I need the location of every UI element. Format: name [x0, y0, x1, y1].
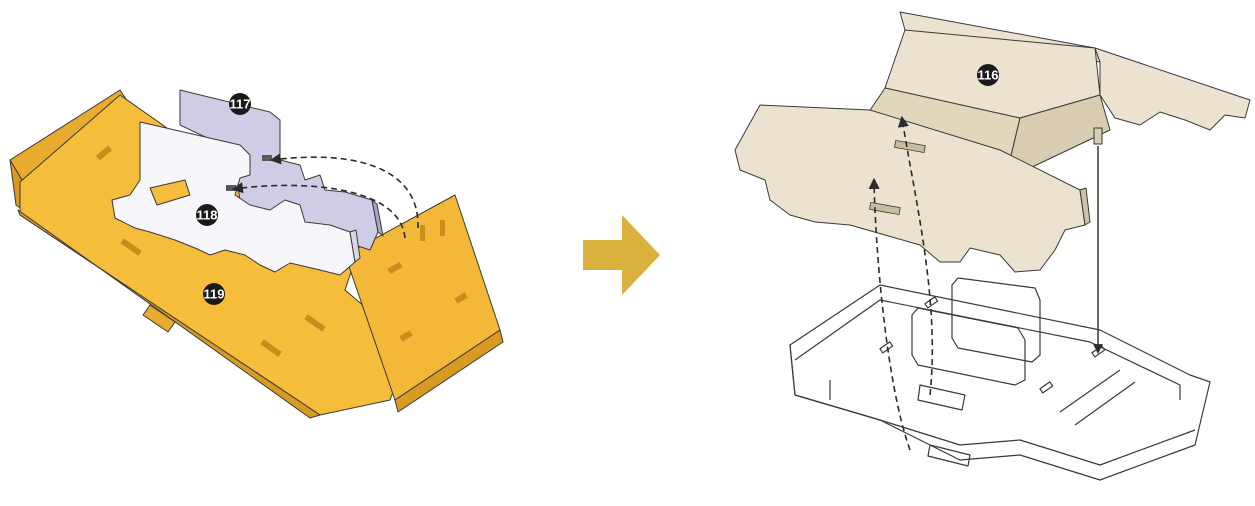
badge-118-label: 118	[197, 208, 218, 223]
panel-118-slot	[226, 185, 236, 191]
roof-peg	[1094, 128, 1102, 144]
lineart-front-lip	[795, 395, 1195, 465]
right-arrow-icon	[583, 215, 660, 295]
panel-117-slot	[262, 155, 272, 161]
badge-117: 117	[229, 93, 251, 115]
badge-116-label: 116	[978, 68, 999, 83]
left-assembly: 117 118 119	[10, 90, 503, 418]
lineart-inner-rim	[795, 300, 1180, 400]
lineart-tab	[918, 385, 965, 410]
slot	[420, 225, 425, 241]
badge-119: 119	[203, 283, 225, 305]
badge-118: 118	[196, 204, 218, 226]
lineart-bottom-tab	[928, 445, 970, 466]
roof-right-flap	[1095, 48, 1250, 130]
badge-119-label: 119	[204, 287, 225, 302]
lineart-left-face	[790, 345, 830, 400]
line-art-base	[790, 278, 1210, 480]
right-assembly: 116	[735, 12, 1250, 480]
badge-117-label: 117	[230, 97, 251, 112]
lineart-panel-back	[952, 278, 1040, 362]
lineart-divider	[1060, 370, 1135, 425]
lineart-panel-front	[912, 308, 1025, 385]
slot	[440, 220, 445, 236]
badge-116: 116	[977, 64, 999, 86]
lineart-slot	[1040, 382, 1053, 393]
part-116-roof: 116	[735, 12, 1250, 272]
lineart-slot	[880, 342, 893, 353]
lineart-slot	[925, 297, 938, 308]
